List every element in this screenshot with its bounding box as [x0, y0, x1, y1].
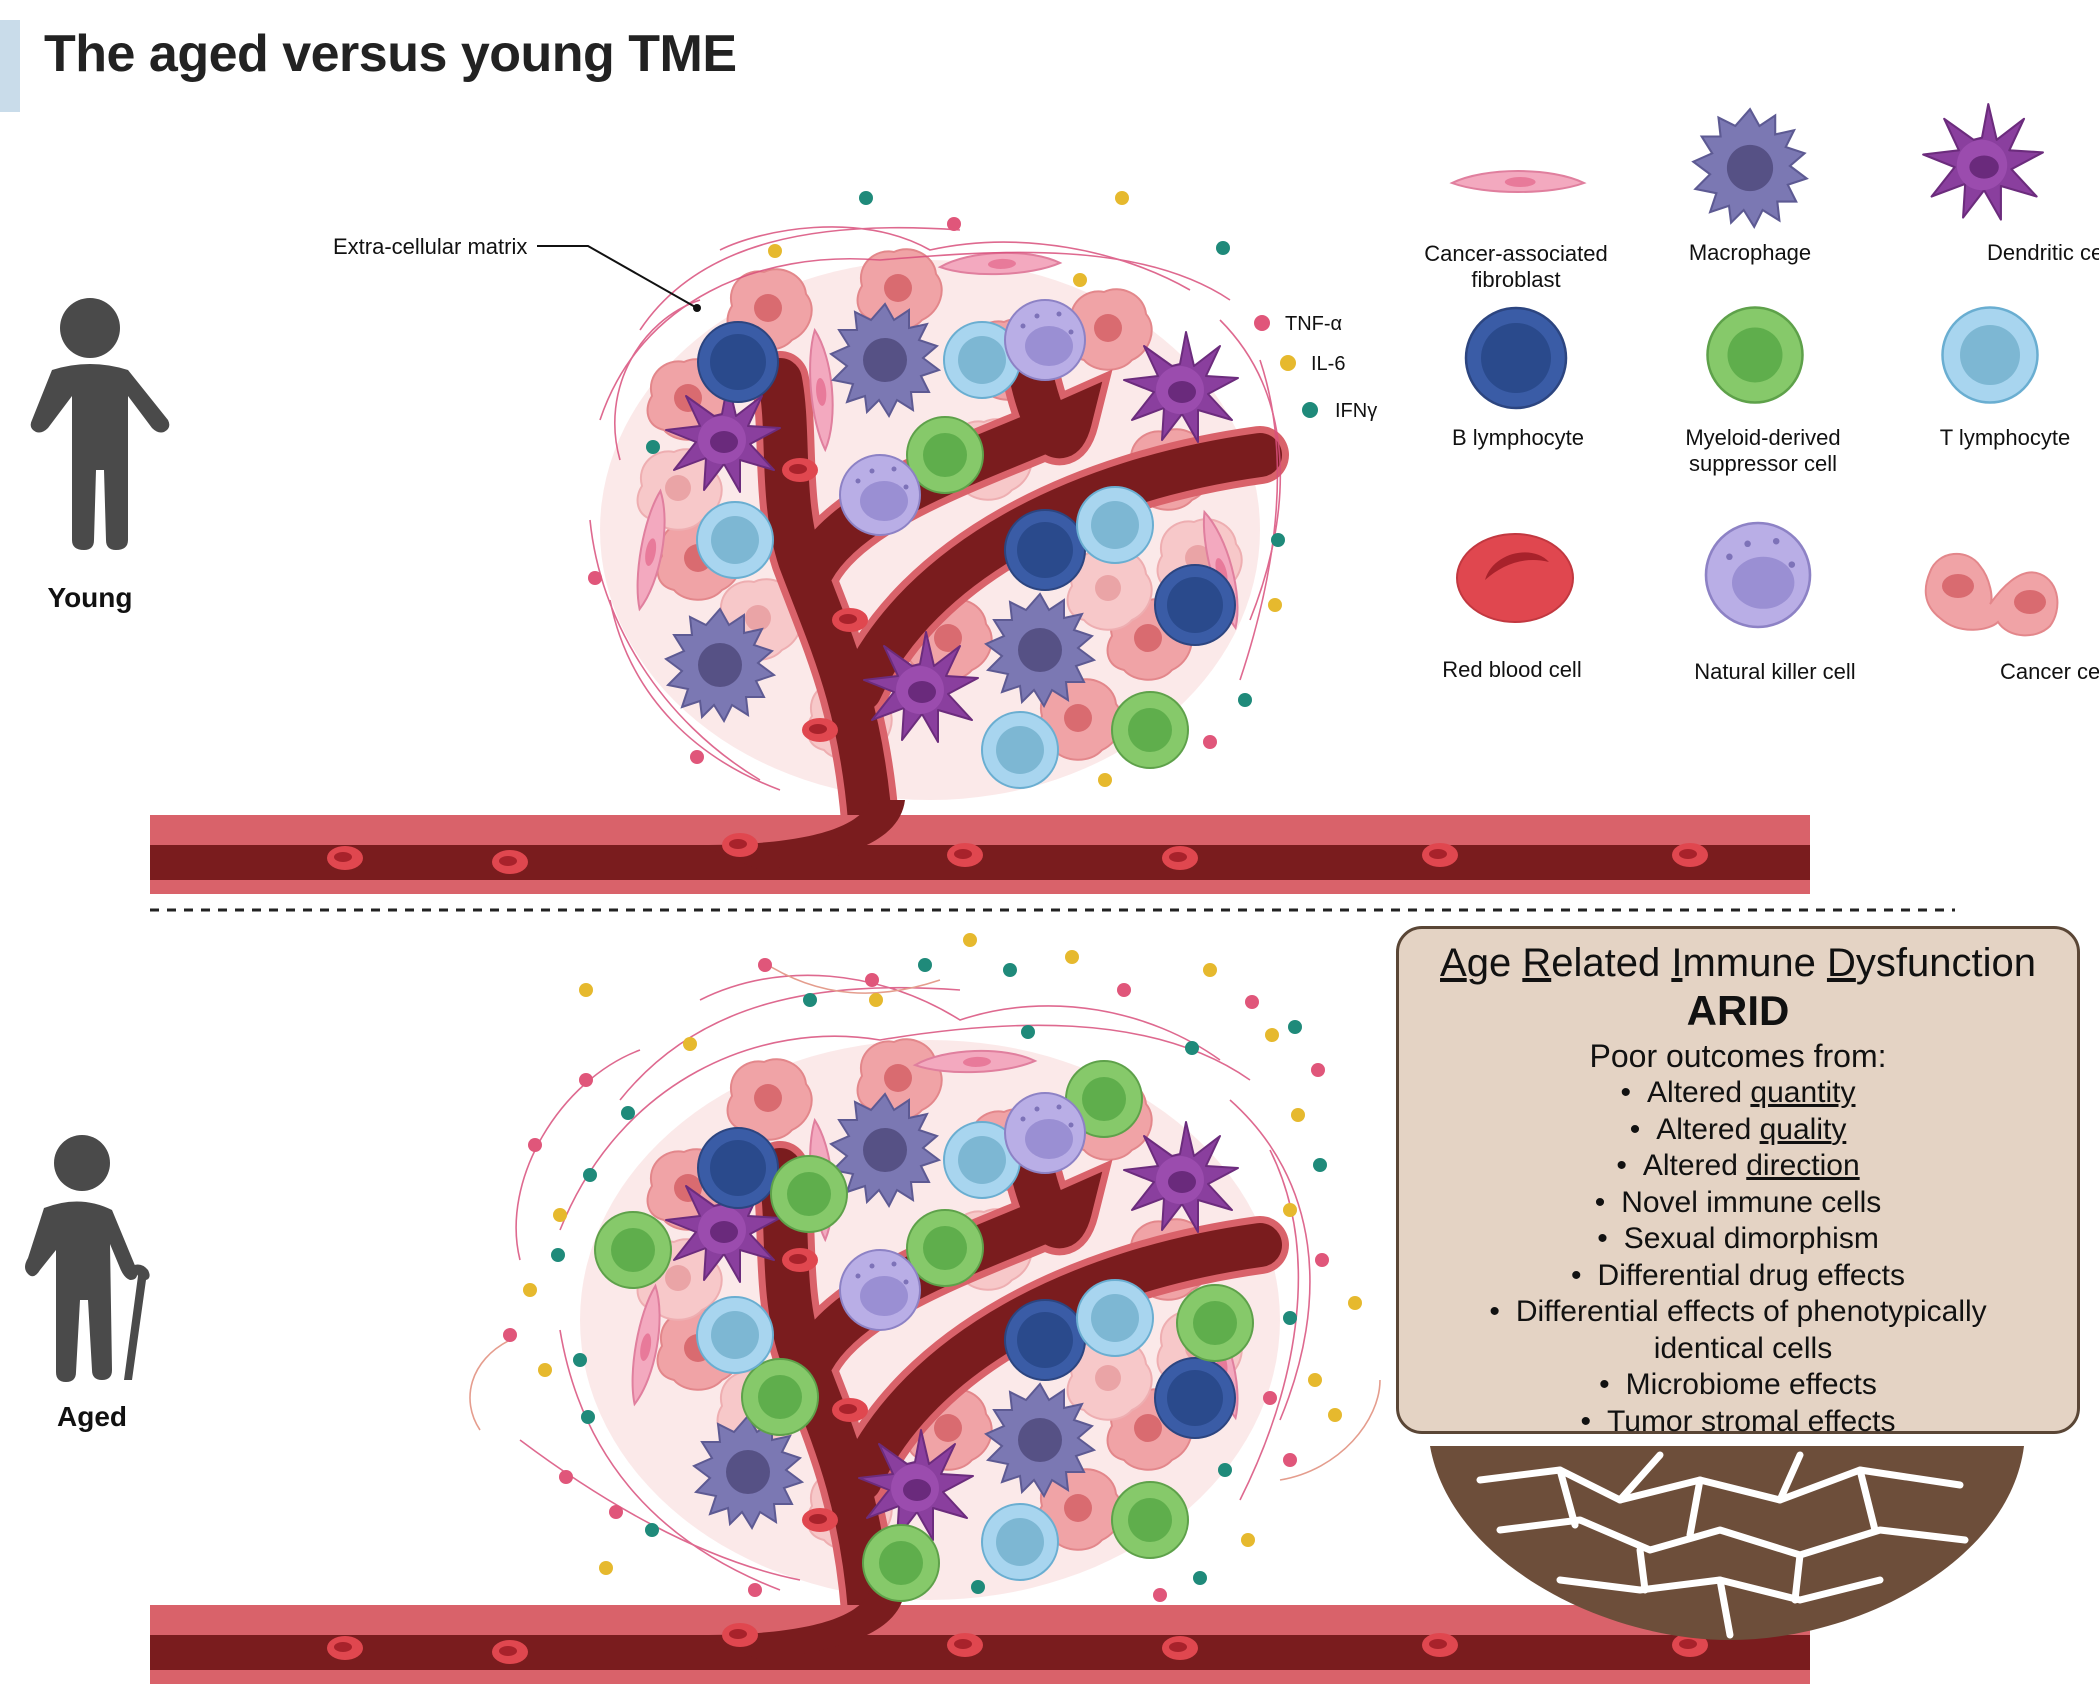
nk-cell-icon [1704, 521, 1812, 629]
rbc-label: Red blood cell [1442, 657, 1581, 682]
young-cytokines [588, 191, 1285, 787]
arid-word-dysfunction: ysfunction [1855, 941, 2036, 985]
arid-word-immune: mmune [1682, 941, 1827, 985]
arid-item-sexual-dimorphism: Sexual dimorphism [1399, 1221, 2077, 1258]
arid-item-phenotypic-cells: Differential effects of phenotypicallyid… [1399, 1294, 2077, 1367]
b-lymphocyte-icon [1464, 306, 1568, 410]
young-ecm-fibers [589, 226, 1282, 791]
cytokine-legend: TNF-α IL-6 IFNγ [1254, 313, 1377, 422]
arid-title: Age Related Immune Dysfunction [1399, 939, 2077, 987]
arid-word-related: elated [1551, 941, 1672, 985]
arid-item-microbiome: Microbiome effects [1399, 1367, 2077, 1404]
caf-label-line2: fibroblast [1471, 267, 1560, 292]
il6-dot [1280, 355, 1296, 371]
young-panel: Young [30, 191, 1810, 894]
ecm-annotation: Extra-cellular matrix [333, 234, 701, 312]
arid-initial-d: D [1826, 941, 1856, 985]
b-lymphocyte-label: B lymphocyte [1452, 425, 1584, 450]
t-lymphocyte-icon [1941, 306, 2039, 404]
aged-ecm-fibers [469, 959, 1381, 1591]
title-accent-bar [0, 20, 20, 112]
cell-legend: Cancer-associated fibroblast Macrophage … [1424, 103, 2099, 684]
tnf-alpha-dot [1254, 315, 1270, 331]
macrophage-icon [1692, 108, 1808, 228]
young-person-icon [30, 298, 170, 550]
mdsc-label-line2: suppressor cell [1689, 451, 1837, 476]
caf-label-line1: Cancer-associated [1424, 241, 1607, 266]
ecm-label: Extra-cellular matrix [333, 234, 527, 259]
cancer-cell-icon [1924, 552, 2059, 637]
arid-initial-i: I [1671, 941, 1683, 985]
arid-item-novel-cells: Novel immune cells [1399, 1185, 2077, 1222]
dendritic-cell-label: Dendritic cell [1987, 240, 2099, 265]
arid-item-direction: Altered direction [1399, 1148, 2077, 1185]
arid-acronym: ARID [1686, 987, 1790, 1034]
arid-item-quantity: Altered quantity [1399, 1075, 2077, 1112]
arid-item-quality: Altered quality [1399, 1112, 2077, 1149]
mdsc-icon [1706, 306, 1804, 404]
arid-summary-box: Age Related Immune Dysfunction ARID Poor… [1396, 926, 2080, 1438]
arid-item-drug-effects: Differential drug effects [1399, 1258, 2077, 1295]
aged-label: Aged [57, 1401, 127, 1432]
dendritic-cell-icon [1922, 103, 2044, 221]
arid-initial-r: R [1522, 941, 1552, 985]
aged-person-icon [25, 1135, 150, 1382]
page-title: The aged versus young TME [44, 25, 737, 83]
aged-cytokines [503, 933, 1362, 1602]
caf-icon [1450, 169, 1586, 194]
aged-panel: Aged [25, 933, 1810, 1684]
arid-list: Altered quantity Altered quality Altered… [1399, 1075, 2077, 1440]
il6-label: IL-6 [1311, 353, 1345, 375]
arid-initial-a: A [1440, 941, 1467, 985]
ifn-gamma-dot [1302, 402, 1318, 418]
arid-word-age: ge [1466, 941, 1523, 985]
t-lymphocyte-label: T lymphocyte [1940, 425, 2070, 450]
arid-item-stromal: Tumor stromal effects [1399, 1404, 2077, 1441]
tnf-alpha-label: TNF-α [1285, 313, 1342, 335]
mdsc-label-line1: Myeloid-derived [1685, 425, 1840, 450]
young-label: Young [47, 582, 132, 613]
arid-subtitle: Poor outcomes from: [1589, 1038, 1887, 1074]
nk-cell-label: Natural killer cell [1694, 659, 1855, 684]
cancer-cell-label: Cancer cell [2000, 659, 2099, 684]
ifn-gamma-label: IFNγ [1335, 400, 1377, 422]
rbc-icon [1456, 533, 1574, 623]
macrophage-label: Macrophage [1689, 240, 1811, 265]
cracked-soil-graphic [1430, 1446, 2024, 1640]
